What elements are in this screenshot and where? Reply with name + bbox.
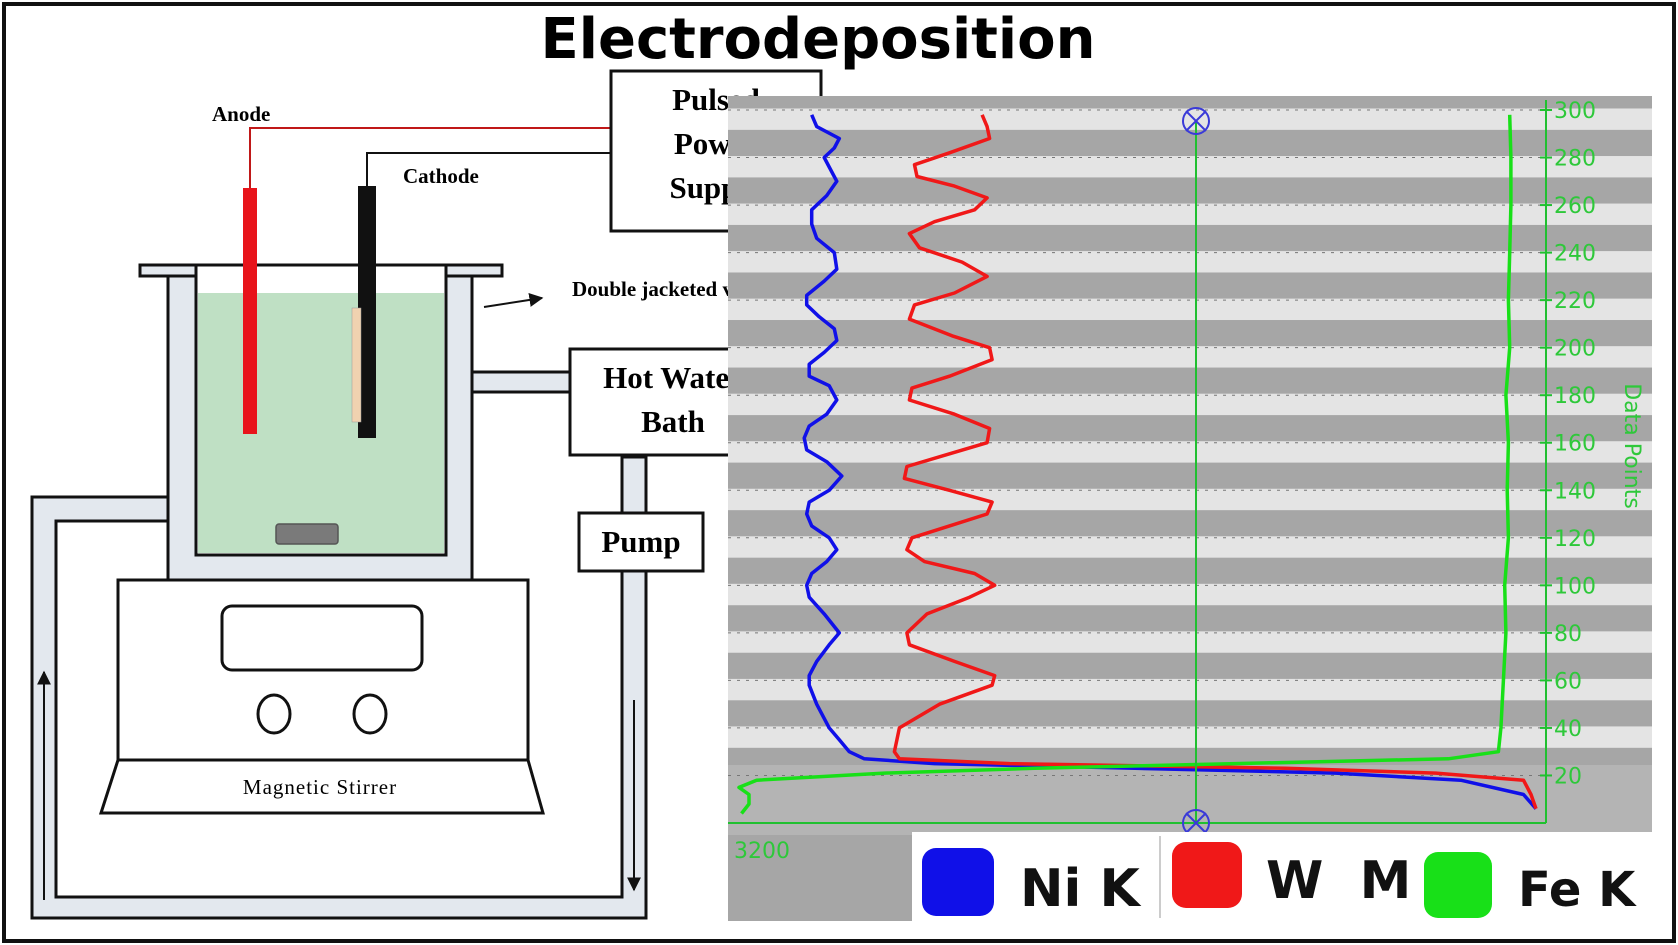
cathode-electrode — [358, 186, 376, 438]
legend-item-ni: Ni K — [922, 848, 1141, 919]
series-line-w — [892, 114, 1538, 810]
legend-label-ni: Ni K — [1020, 859, 1141, 919]
y-tick-label: 220 — [1554, 289, 1596, 314]
pump-box — [577, 511, 705, 573]
stirrer-knob-right — [352, 693, 388, 735]
micrograph-band — [728, 251, 1652, 273]
stirrer-label: Magnetic Stirrer — [243, 775, 397, 799]
legend-item-w: W M — [1172, 842, 1411, 911]
stirrer-display — [220, 604, 424, 672]
micrograph-band — [728, 203, 1652, 225]
micrograph-band — [728, 488, 1652, 511]
micrograph-band — [728, 393, 1652, 416]
y-axis-title: Data Points — [1619, 383, 1644, 509]
micrograph-band — [728, 156, 1652, 178]
cathode-wire — [366, 152, 612, 186]
water-bath-line-1: Hot Water — [603, 360, 743, 395]
cathode-label: Cathode — [403, 164, 479, 188]
anode-wire — [249, 127, 612, 188]
bath-inlet-pipe — [464, 370, 574, 394]
micrograph-band — [728, 108, 1652, 130]
chart-y-axis: 20 40 60 80 100 120 140 160 180 200 220 240 260 280 30… — [1540, 99, 1596, 823]
anode-label: Anode — [212, 102, 270, 126]
y-tick-label: 240 — [1554, 242, 1596, 267]
micrograph-band — [728, 536, 1652, 558]
circulation-pipe — [30, 455, 648, 920]
micrograph-band — [728, 298, 1652, 321]
micrograph-band — [728, 346, 1652, 368]
stir-bar — [275, 523, 339, 545]
micrograph-band — [728, 441, 1652, 463]
y-tick-label: 100 — [1554, 574, 1596, 599]
legend-label-fe: Fe K — [1518, 862, 1637, 918]
eds-line-scan-chart: 20 40 60 80 100 120 140 160 180 200 220 240 260 280 30… — [728, 96, 1652, 922]
x-tick-label: 3200 — [734, 839, 790, 864]
y-tick-label: 200 — [1554, 337, 1596, 362]
electrolyte — [198, 293, 444, 553]
water-bath-line-2: Bath — [641, 404, 705, 439]
crosshair-top-icon — [1182, 107, 1210, 135]
legend-item-fe: Fe K — [1424, 852, 1637, 918]
series-line-ni — [802, 114, 1538, 810]
y-tick-label: 40 — [1554, 717, 1582, 742]
figure-title: Electrodeposition — [541, 7, 1096, 72]
cathode-substrate — [351, 307, 362, 423]
y-tick-label: 300 — [1554, 99, 1596, 124]
legend-swatch-ni — [922, 848, 994, 916]
y-tick-label: 60 — [1554, 669, 1582, 694]
legend-label-w: W M — [1266, 851, 1411, 911]
micrograph-band — [728, 678, 1652, 701]
y-tick-label: 80 — [1554, 622, 1582, 647]
stirrer-base — [98, 758, 545, 815]
micrograph-band — [728, 583, 1652, 606]
y-tick-label: 160 — [1554, 432, 1596, 457]
micrograph-band — [728, 726, 1652, 748]
y-tick-label: 260 — [1554, 194, 1596, 219]
y-tick-label: 140 — [1554, 479, 1596, 504]
series-line-fe — [737, 114, 1513, 815]
y-tick-label: 120 — [1554, 527, 1596, 552]
stirrer-knob-left — [256, 693, 292, 735]
y-tick-label: 280 — [1554, 147, 1596, 172]
micrograph-band — [728, 631, 1652, 653]
legend-swatch-fe — [1424, 852, 1492, 918]
legend-swatch-w — [1172, 842, 1242, 908]
y-tick-label: 20 — [1554, 764, 1582, 789]
anode-electrode — [243, 188, 257, 434]
legend-panel — [912, 832, 1652, 922]
y-tick-label: 180 — [1554, 384, 1596, 409]
vessel-pointer-arrow — [483, 293, 544, 308]
chart-lines — [737, 114, 1538, 815]
pump-label: Pump — [601, 524, 680, 559]
